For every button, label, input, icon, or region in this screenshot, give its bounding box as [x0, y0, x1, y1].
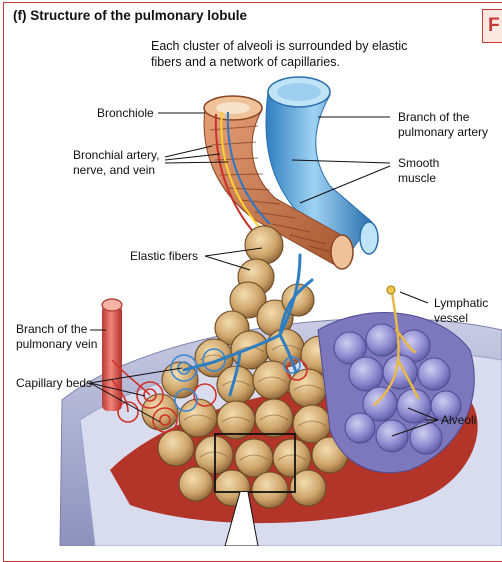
label-capillary-beds: Capillary beds — [16, 376, 92, 390]
label-smooth-line2: muscle — [398, 171, 436, 185]
label-bronchial-line1: Bronchial artery, — [73, 148, 159, 162]
label-elastic-fibers: Elastic fibers — [130, 249, 198, 263]
label-smooth-line1: Smooth — [398, 156, 439, 170]
label-alveoli: Alveoli — [441, 413, 476, 427]
label-lymph-line2: vessel — [434, 311, 468, 325]
label-branch-vein-line2: pulmonary vein — [16, 337, 97, 351]
label-branch-artery-line1: Branch of the — [398, 110, 469, 124]
label-branch-vein-line1: Branch of the — [16, 322, 87, 336]
label-lymph-line1: Lymphatic — [434, 296, 488, 310]
lobule-illustration — [0, 0, 502, 546]
label-branch-artery-line2: pulmonary artery — [398, 125, 488, 139]
label-bronchial-line2: nerve, and vein — [73, 163, 155, 177]
pulmonary-lobule-figure: F (f) Structure of the pulmonary lobule … — [0, 0, 502, 546]
label-bronchiole: Bronchiole — [97, 106, 154, 120]
